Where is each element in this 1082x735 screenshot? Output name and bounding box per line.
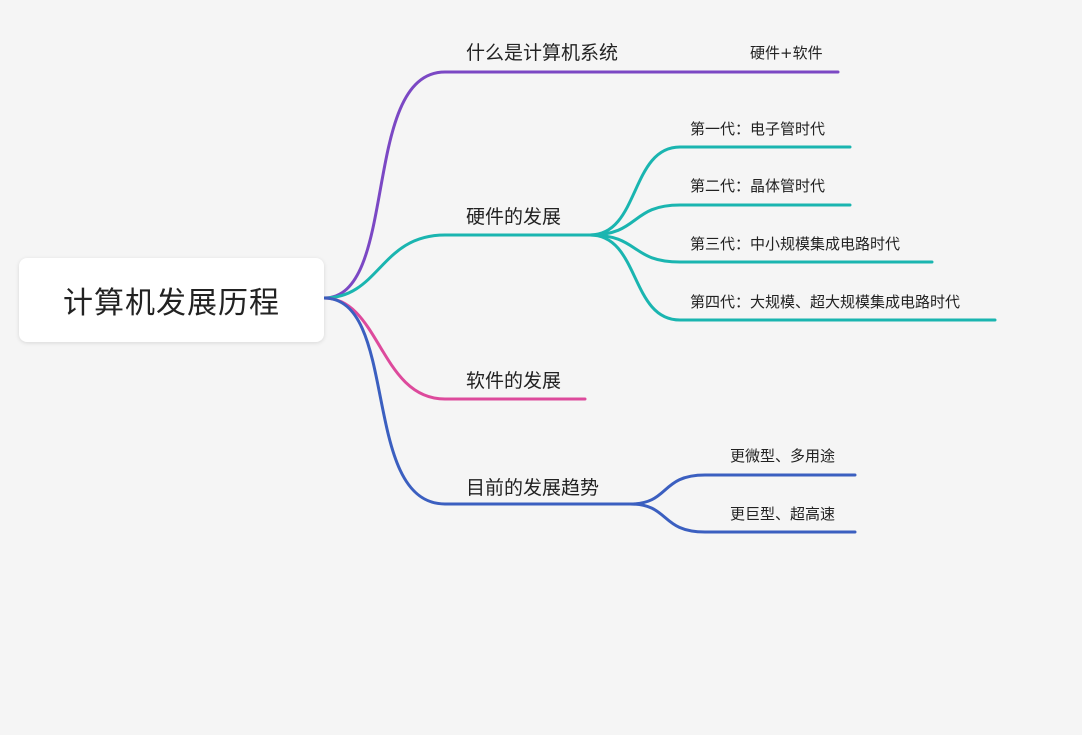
link-root-computer-system [322, 70, 647, 300]
subtopic-gen4-vlsi[interactable]: 第四代：大规模、超大规模集成电路时代 [690, 293, 961, 311]
link-root-trends [322, 296, 632, 506]
root-topic-label: 计算机发展历程 [63, 286, 280, 321]
subtopic-gen3-ic[interactable]: 第三代：中小规模集成电路时代 [690, 235, 901, 253]
link-hardware-gen1 [588, 145, 852, 237]
subtopic-gen1-vacuum-tube[interactable]: 第一代：电子管时代 [690, 120, 826, 138]
topic-hardware-development[interactable]: 硬件的发展 [466, 206, 562, 228]
topic-current-trends[interactable]: 目前的发展趋势 [466, 477, 600, 499]
topic-computer-system[interactable]: 什么是计算机系统 [466, 42, 619, 64]
subtopic-micro-multipurpose[interactable]: 更微型、多用途 [730, 447, 836, 465]
link-trends-micro [628, 473, 857, 506]
link-root-hardware [322, 233, 592, 300]
root-topic[interactable]: 计算机发展历程 [19, 258, 324, 342]
link-trends-giant [628, 502, 857, 534]
subtopic-hardware-plus-software[interactable]: 硬件+软件 [750, 44, 823, 62]
link-hardware-gen3 [588, 233, 934, 264]
subtopic-giant-highspeed[interactable]: 更巨型、超高速 [730, 505, 836, 523]
link-hardware-gen4 [588, 233, 997, 322]
link-hardware-gen2 [588, 203, 852, 237]
subtopic-gen2-transistor[interactable]: 第二代：晶体管时代 [690, 177, 826, 195]
topic-software-development[interactable]: 软件的发展 [466, 370, 562, 392]
